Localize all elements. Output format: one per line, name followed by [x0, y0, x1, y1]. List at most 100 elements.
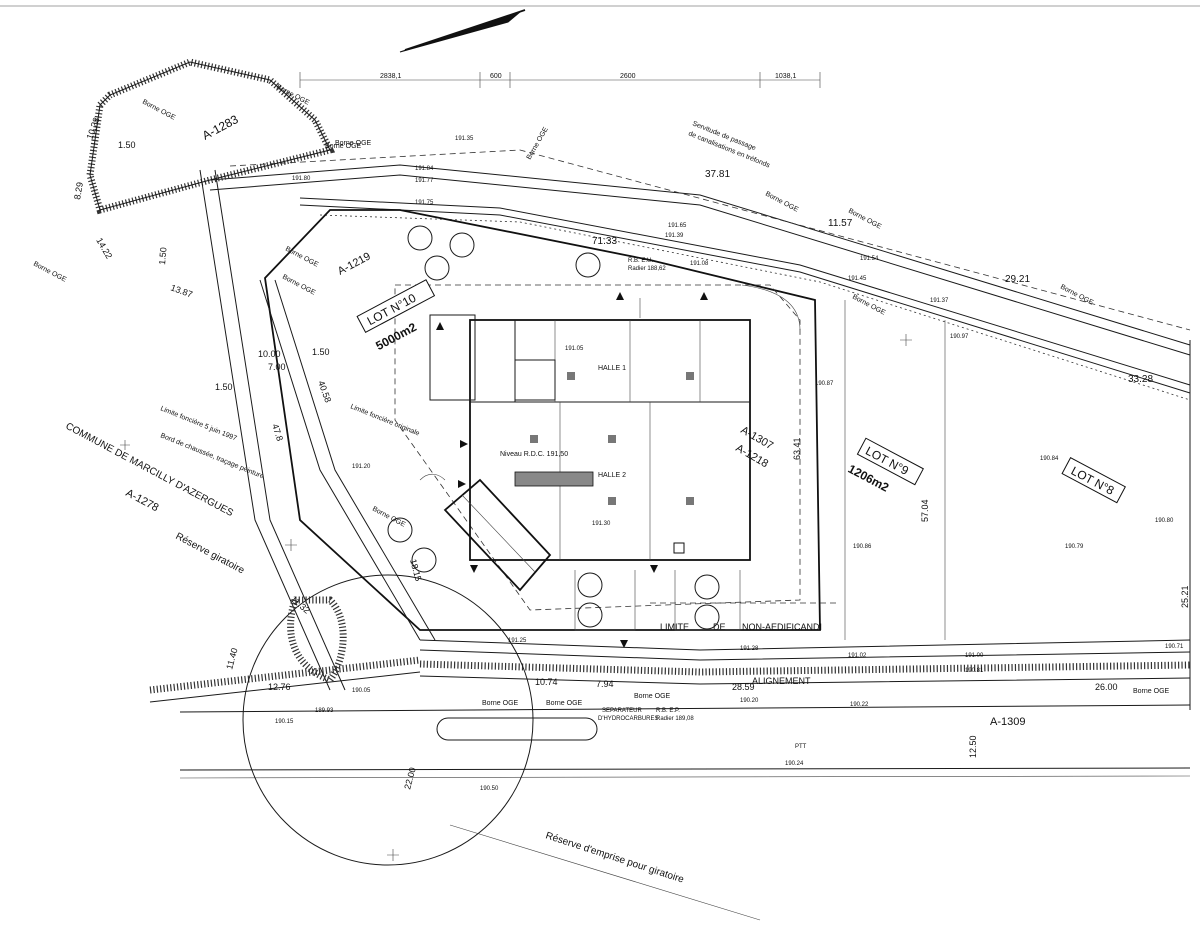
tree-icon — [449, 232, 475, 258]
dim-10-74: 10.74 — [535, 677, 558, 687]
ptt-label: PTT — [795, 744, 807, 750]
dim-8-29: 8.29 — [72, 181, 85, 200]
dim-1-50a: 1.50 — [118, 140, 136, 150]
reserve-emprise-line — [449, 824, 761, 921]
tree-icon — [575, 252, 601, 278]
level: 191.84 — [415, 166, 434, 172]
spot-levels: 191.84 191.77 191.80 191.75 191.35 191.6… — [275, 136, 1184, 792]
borne-oge-3: Borne OGE — [325, 143, 362, 150]
level: 190.79 — [1065, 544, 1084, 550]
dim-11-57: 11.57 — [828, 218, 853, 229]
borne-oge-14: Borne OGE — [546, 700, 583, 707]
hatched-reserve-a1283 — [86, 58, 336, 215]
dim-1-50b: 1.50 — [157, 247, 168, 265]
giratoire-reserve-circle — [242, 574, 534, 866]
level: 191.30 — [592, 521, 611, 527]
dim-63-41: 63.41 — [792, 437, 802, 460]
radier-eu-label: Radier 188,62 — [628, 266, 666, 272]
parking-outlines — [419, 284, 801, 631]
borne-oge-17: Borne OGE — [335, 140, 372, 147]
level: 190.20 — [740, 698, 759, 704]
non-aedificandi-label-2: DE — [713, 622, 726, 632]
niveau-rdc-label: Niveau R.D.C. 191,50 — [500, 451, 568, 458]
west-strip — [199, 169, 436, 691]
survey-cross-icon — [900, 334, 912, 346]
building — [429, 314, 751, 592]
dim-1-50c: 1.50 — [312, 347, 330, 357]
dim-13-87: 13.87 — [169, 282, 194, 299]
dim-12-50: 12.50 — [968, 735, 978, 758]
regard-ep-label: R.B. E.P. — [656, 708, 680, 714]
parcel-a1278: A-1278 — [124, 487, 161, 514]
borne-oge-10: Borne OGE — [281, 274, 317, 297]
borne-oge-15: Borne OGE — [634, 693, 671, 700]
dim-top-3: 2600 — [620, 73, 636, 80]
dim-1-50d: 1.50 — [215, 382, 233, 392]
tree-icon — [407, 225, 433, 251]
dim-top-4: 1038,1 — [775, 73, 797, 80]
survey-cross-icon — [387, 849, 399, 861]
survey-cross-icon — [285, 539, 297, 551]
borne-markers: Borne OGE Borne OGE Borne OGE Borne OGE … — [32, 84, 1169, 707]
level: 190.05 — [352, 688, 371, 694]
dim-28-59: 28.59 — [732, 682, 755, 692]
level: 189.93 — [315, 708, 334, 714]
level: 191.75 — [415, 200, 434, 206]
lot9-label: LOT N°9 1206m2 — [846, 437, 924, 495]
lot8-label: LOT N°8 — [1061, 456, 1126, 504]
dimensions: 10.28 1.50 1.50 1.50 1.50 8.29 14.22 13.… — [72, 116, 1190, 790]
level: 191.80 — [292, 176, 311, 182]
tree-icon — [387, 517, 413, 543]
borne-oge-9: Borne OGE — [284, 246, 320, 269]
level: 190.87 — [815, 381, 834, 387]
radier-ep-label: Radier 189,08 — [656, 716, 694, 722]
borne-oge-2: Borne OGE — [141, 99, 177, 122]
level: 191.00 — [965, 653, 984, 659]
level: 190.50 — [480, 786, 499, 792]
borne-oge-6: Borne OGE — [847, 208, 883, 231]
dim-57-04: 57.04 — [920, 499, 930, 522]
dim-top-1: 2838,1 — [380, 73, 402, 80]
borne-oge-16: Borne OGE — [1133, 688, 1170, 695]
level: 191.45 — [848, 276, 867, 282]
dim-top-2: 600 — [490, 73, 502, 80]
lot10-boundary — [264, 209, 821, 631]
separateur-label: SEPARATEUR — [602, 708, 642, 714]
arrow-markers — [436, 292, 708, 648]
level: 190.80 — [1155, 518, 1174, 524]
level: 191.28 — [740, 646, 759, 652]
dim-14-22: 14.22 — [94, 236, 114, 261]
tree-icon — [411, 547, 437, 573]
tree-icon — [577, 572, 603, 598]
borne-oge-13: Borne OGE — [482, 700, 519, 707]
level: 191.02 — [848, 653, 867, 659]
dim-37-81: 37.81 — [705, 169, 730, 180]
level: 190.71 — [1165, 644, 1184, 650]
survey-cross-icon — [120, 440, 130, 450]
dim-33-28: 33.28 — [1128, 374, 1153, 385]
level: 191.08 — [690, 261, 709, 267]
dim-12-76: 12.76 — [268, 682, 291, 692]
dim-18-15: 18.15 — [408, 558, 423, 582]
parcel-a1283: A-1283 — [200, 112, 241, 143]
level: 191.37 — [930, 298, 949, 304]
level: 190.24 — [785, 761, 804, 767]
borne-oge-4: Borne OGE — [526, 126, 550, 161]
level: 191.20 — [352, 464, 371, 470]
borne-oge-7: Borne OGE — [1059, 284, 1095, 307]
regard-eu-label: R.B. E.U. — [628, 258, 653, 264]
level: 191.25 — [508, 638, 527, 644]
level: 190.81 — [965, 668, 984, 674]
borne-oge-5: Borne OGE — [764, 191, 800, 214]
halle2-label: HALLE 2 — [598, 472, 626, 479]
level: 190.15 — [275, 719, 294, 725]
dim-10-28: 10.28 — [84, 116, 101, 141]
halle1-label: HALLE 1 — [598, 365, 626, 372]
borne-oge-8: Borne OGE — [32, 261, 68, 284]
north-arrow-icon — [399, 9, 526, 53]
level: 191.35 — [455, 136, 474, 142]
survey-crosses — [120, 334, 912, 861]
trees — [387, 225, 720, 630]
non-aedificandi-label-1: LIMITE — [660, 622, 689, 632]
bord-chaussee-label: Bord de chaussée, traçage peinture — [159, 432, 265, 480]
